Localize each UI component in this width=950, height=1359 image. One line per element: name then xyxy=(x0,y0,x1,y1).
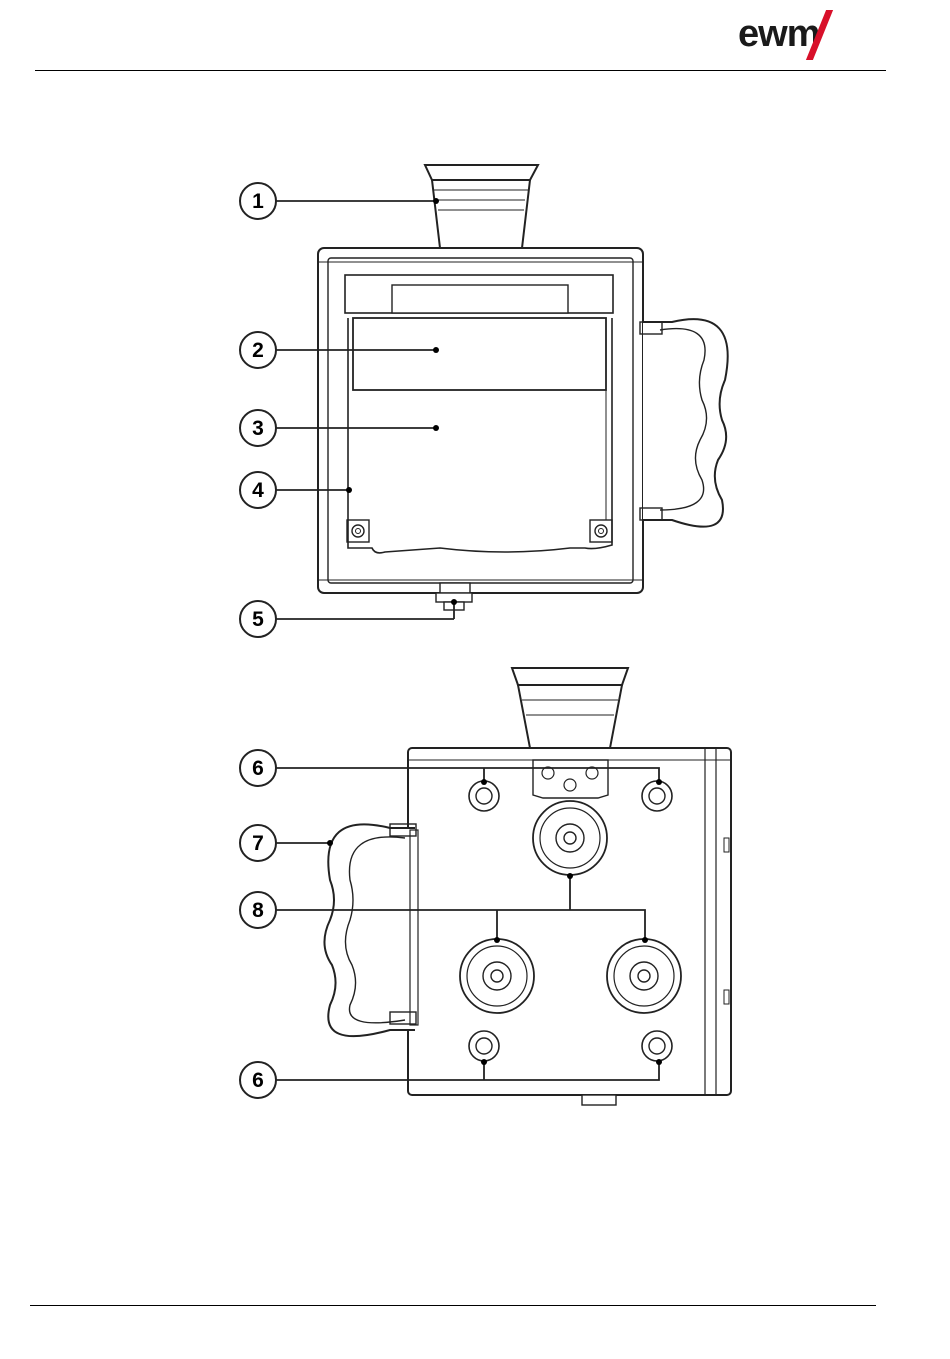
handle-left xyxy=(324,824,418,1036)
callout-6-bottom-label: 6 xyxy=(252,1069,264,1092)
handle-right xyxy=(640,319,728,527)
housing-rear xyxy=(408,748,731,1095)
callout-4-label: 4 xyxy=(252,479,264,502)
rear-nozzle xyxy=(512,668,628,748)
callout-5-label: 5 xyxy=(252,608,264,631)
callout-8-label: 8 xyxy=(252,899,264,922)
callout-6-top-label: 6 xyxy=(252,757,264,780)
callout-3-label: 3 xyxy=(252,417,264,440)
front-view xyxy=(318,165,728,610)
callout-7-label: 7 xyxy=(252,832,264,855)
rear-view xyxy=(324,668,731,1105)
viewing-window xyxy=(353,318,606,390)
top-nozzle xyxy=(425,165,538,248)
callout-1-label: 1 xyxy=(252,190,264,213)
callout-2-label: 2 xyxy=(252,339,264,362)
footer-rule xyxy=(30,1305,876,1306)
